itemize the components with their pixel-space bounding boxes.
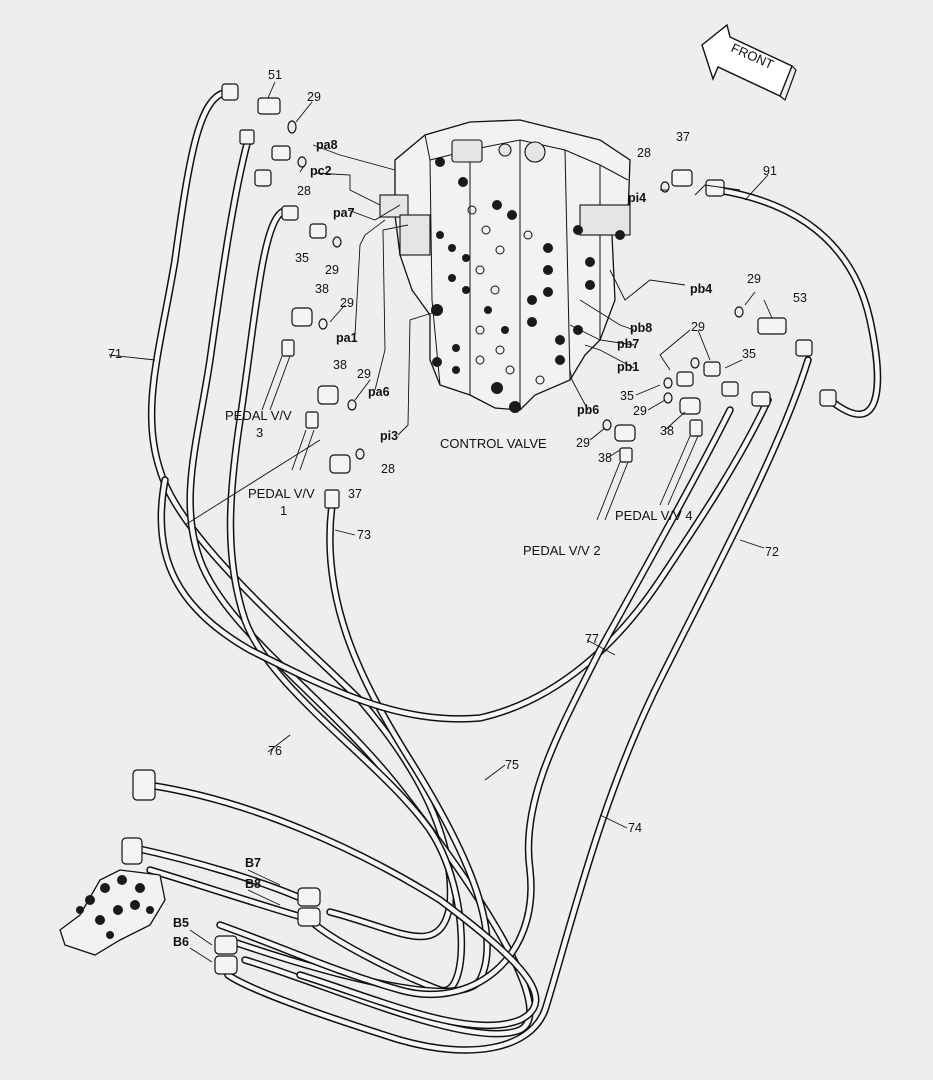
callout: 28 (381, 462, 395, 476)
pedal-valve-2-label: PEDAL V/V 2 (523, 543, 601, 558)
pedal-valve-3-number: 3 (256, 425, 263, 440)
callout: 35 (295, 251, 309, 265)
callout: 29 (691, 320, 705, 334)
callout: 28 (297, 184, 311, 198)
port-label: pa6 (368, 385, 390, 399)
part-number: 74 (628, 821, 642, 835)
part-number: 51 (268, 68, 282, 82)
part-number: 71 (108, 347, 122, 361)
port-label: pb7 (617, 337, 639, 351)
fittings (121, 83, 837, 975)
callout: 29 (633, 404, 647, 418)
port-label: pb8 (630, 321, 652, 335)
port-label: pc2 (310, 164, 332, 178)
callout: 29 (307, 90, 321, 104)
port-label: pa1 (336, 331, 358, 345)
part-number: 73 (357, 528, 371, 542)
callout: 38 (598, 451, 612, 465)
distribution-block (59, 869, 166, 956)
callout-labels: 29 28 35 29 38 29 38 29 28 37 28 37 29 2… (295, 90, 761, 501)
callout: 37 (676, 130, 690, 144)
port-labels: pa8 pc2 pa7 pa1 pa6 pi3 pi4 pb4 pb8 pb7 … (310, 138, 712, 443)
port-label: pi4 (628, 191, 646, 205)
pedal-valve-3-label: PEDAL V/V (225, 408, 292, 423)
block-port-label: B7 (245, 856, 261, 870)
part-number-labels: 51 91 53 71 72 73 77 76 75 74 (108, 68, 807, 835)
callout: 38 (315, 282, 329, 296)
control-valve-label: CONTROL VALVE (440, 436, 547, 451)
pedal-valve-1-label: PEDAL V/V (248, 486, 315, 501)
pedal-valve-labels: PEDAL V/V 3 PEDAL V/V 1 PEDAL V/V 2 PEDA… (225, 408, 693, 558)
leader-lines (108, 81, 773, 963)
hose-group (131, 88, 882, 1054)
callout: 29 (340, 296, 354, 310)
pedal-valve-4-label: PEDAL V/V 4 (615, 508, 693, 523)
callout: 29 (357, 367, 371, 381)
callout: 29 (325, 263, 339, 277)
pedal-valve-stubs (261, 355, 699, 521)
callout: 29 (747, 272, 761, 286)
block-port-label: B8 (245, 877, 261, 891)
callout: 38 (660, 424, 674, 438)
block-port-label: B6 (173, 935, 189, 949)
port-label: pb1 (617, 360, 639, 374)
port-label: pa8 (316, 138, 338, 152)
callout: 38 (333, 358, 347, 372)
part-number: 77 (585, 632, 599, 646)
control-valve: CONTROL VALVE (379, 119, 631, 451)
block-port-label: B5 (173, 916, 189, 930)
part-number: 53 (793, 291, 807, 305)
callout: 28 (637, 146, 651, 160)
callout: 29 (576, 436, 590, 450)
part-number: 91 (763, 164, 777, 178)
pedal-valve-1-number: 1 (280, 503, 287, 518)
part-number: 72 (765, 545, 779, 559)
callout: 37 (348, 487, 362, 501)
port-label: pb4 (690, 282, 712, 296)
port-label: pi3 (380, 429, 398, 443)
part-number: 76 (268, 744, 282, 758)
callout: 35 (620, 389, 634, 403)
part-number: 75 (505, 758, 519, 772)
callout: 35 (742, 347, 756, 361)
port-label: pa7 (333, 206, 355, 220)
block-port-labels: B7 B8 B5 B6 (173, 856, 261, 949)
front-arrow-icon: FRONT (701, 23, 797, 101)
port-label: pb6 (577, 403, 599, 417)
